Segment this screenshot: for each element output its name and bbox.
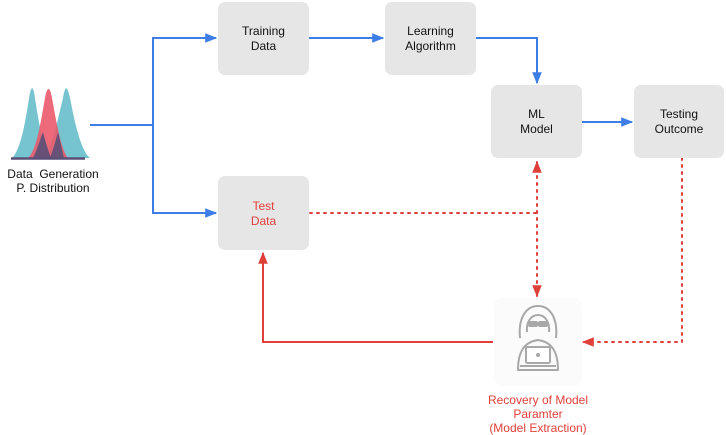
attacker-label-line1: Recovery of Model [488, 393, 588, 407]
node-testing-outcome: Testing Outcome [634, 85, 724, 158]
node-learning-algorithm: Learning Algorithm [385, 2, 476, 75]
ml-model-line1: ML [528, 107, 545, 121]
attacker-label-line3: (Model Extraction) [489, 421, 586, 435]
testing-outcome-line1: Testing [660, 107, 698, 121]
testing-outcome-line2: Outcome [655, 122, 704, 136]
overlapping-distributions-icon [11, 88, 90, 160]
source-label-line1: Data Generation [7, 167, 98, 181]
node-ml-model: ML Model [491, 85, 582, 158]
node-training-data: Training Data [218, 2, 309, 75]
attacker-label-line2: Paramter [513, 407, 562, 421]
node-test-data: Test Data [218, 176, 309, 250]
attacker-backdrop [494, 298, 582, 386]
source-label-line2: P. Distribution [16, 181, 89, 195]
ml-model-line2: Model [520, 122, 553, 136]
test-data-line1: Test [252, 199, 275, 213]
attacker: Recovery of Model Paramter (Model Extrac… [488, 298, 588, 435]
training-data-line2: Data [251, 39, 277, 53]
learning-algorithm-line2: Algorithm [405, 39, 456, 53]
data-generation-source: Data Generation P. Distribution [7, 88, 99, 195]
edge-learning-to-model [476, 37, 542, 85]
edge-split-to-test-data [152, 125, 218, 218]
hacker-with-laptop-icon [517, 305, 559, 371]
learning-algorithm-line1: Learning [407, 24, 454, 38]
edges [90, 33, 683, 347]
test-data-line2: Data [251, 214, 277, 228]
edge-split-to-training-data [152, 33, 218, 125]
edge-outcome-to-attacker-dotted [581, 157, 683, 347]
edge-attacker-to-test-data [258, 251, 493, 343]
training-data-line1: Training [242, 24, 285, 38]
